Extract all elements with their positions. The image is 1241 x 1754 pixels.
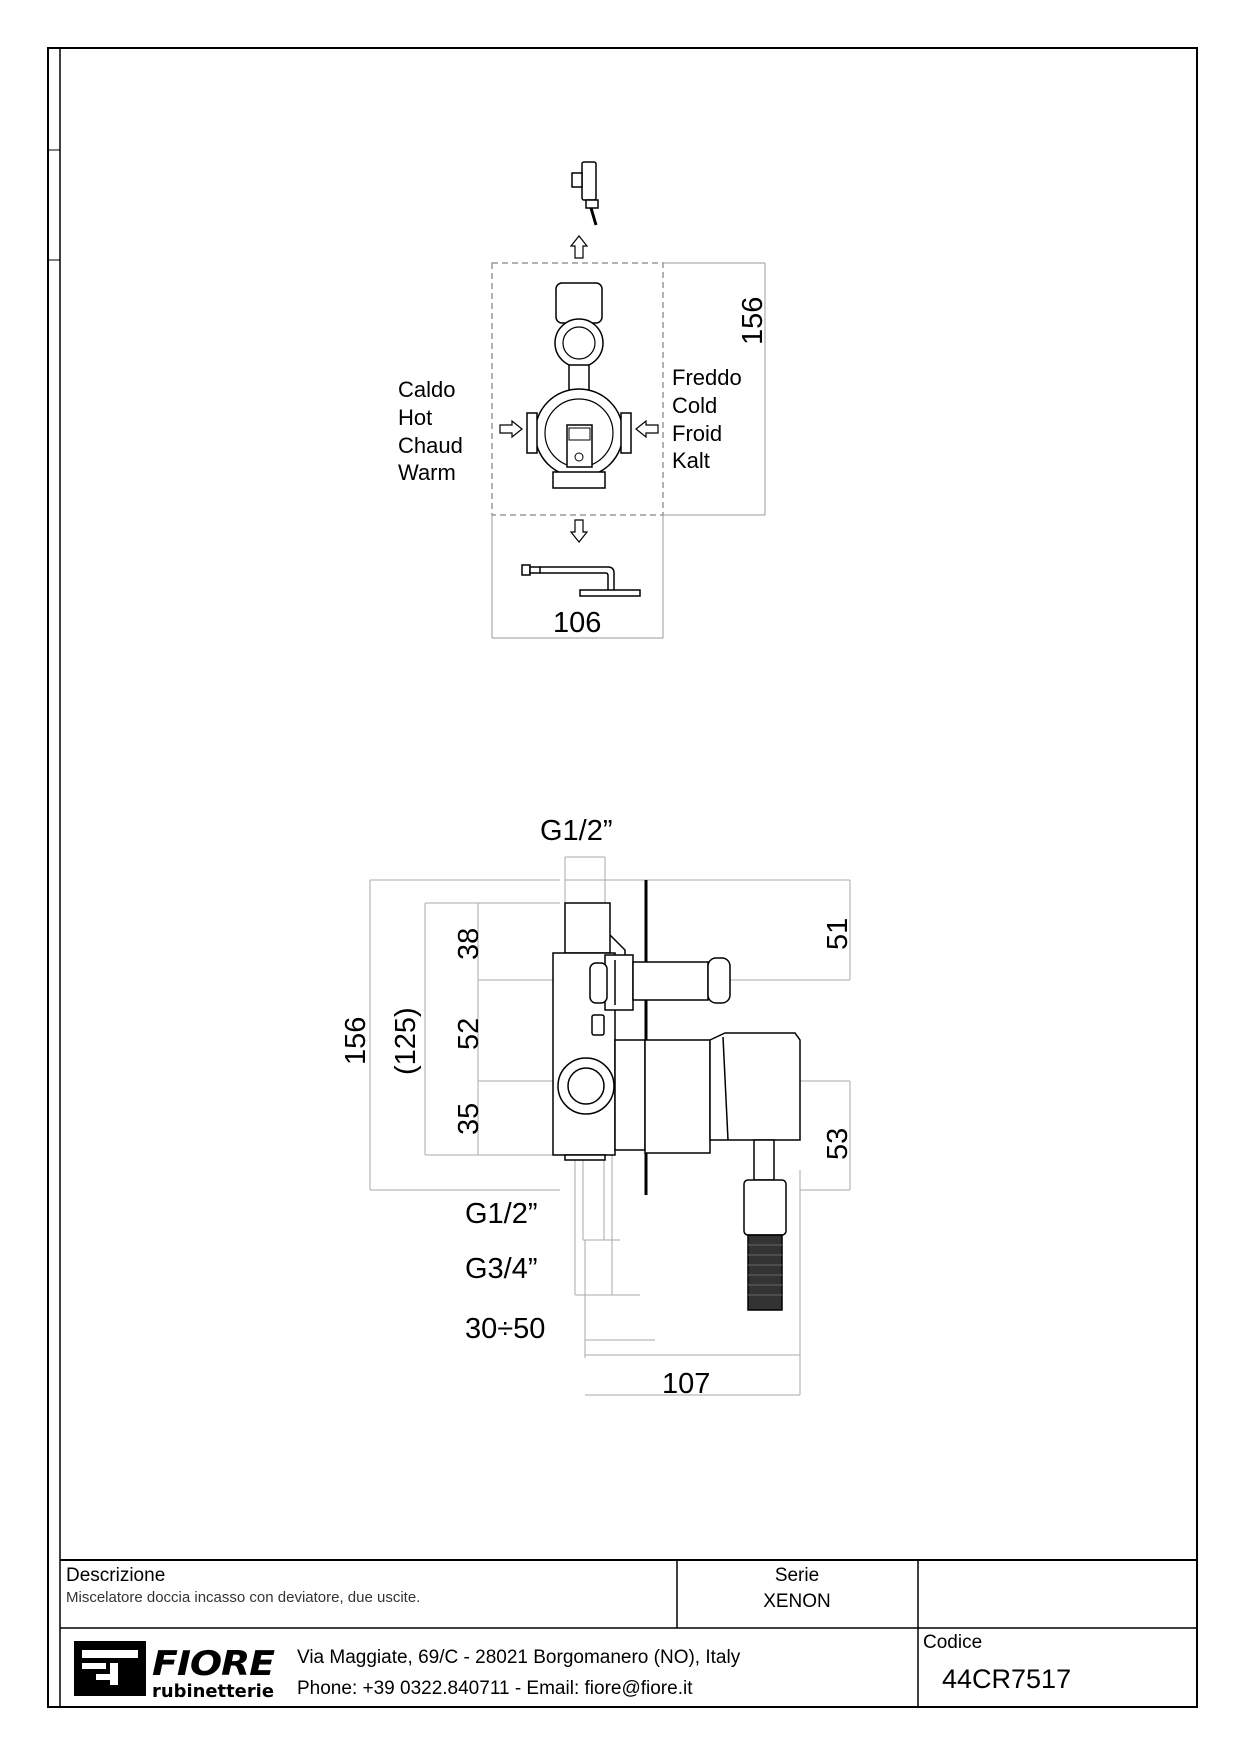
side-inner-height-dimension: (125) bbox=[390, 1007, 422, 1075]
codice-value: 44CR7517 bbox=[942, 1664, 1071, 1694]
hot-label-de: Warm bbox=[398, 460, 456, 485]
dimension-53: 53 bbox=[822, 1128, 854, 1160]
overhead-shower-icon bbox=[521, 564, 641, 597]
dimension-38: 38 bbox=[453, 928, 485, 960]
top-view-outline bbox=[491, 262, 664, 516]
descrizione-label: Descrizione bbox=[66, 1565, 165, 1586]
logo-sub: rubinetterie bbox=[152, 1681, 274, 1702]
logo-word: FIORE bbox=[152, 1644, 275, 1684]
fiore-logo: FIORE rubinetterie bbox=[74, 1641, 276, 1702]
hot-label-fr: Chaud bbox=[398, 433, 463, 458]
hot-inlet-arrow bbox=[499, 419, 523, 439]
depth-dimension: 107 bbox=[662, 1368, 710, 1400]
wall-range-label: 30÷50 bbox=[465, 1313, 545, 1345]
upper-outlet-arrow bbox=[569, 235, 589, 259]
side-total-height-dimension: 156 bbox=[340, 1017, 372, 1065]
top-width-dimension: 106 bbox=[553, 607, 601, 639]
hot-label-it: Caldo bbox=[398, 377, 455, 402]
serie-value: XENON bbox=[763, 1591, 831, 1612]
company-address: Via Maggiate, 69/C - 28021 Borgomanero (… bbox=[297, 1647, 741, 1668]
thread-inlet-label: G3/4” bbox=[465, 1253, 538, 1285]
diverter-knob bbox=[589, 954, 731, 1011]
cold-label-it: Freddo bbox=[672, 365, 742, 390]
top-outlet-cap bbox=[555, 282, 603, 324]
cold-inlet-arrow bbox=[635, 419, 659, 439]
cold-label-de: Kalt bbox=[672, 448, 710, 473]
valve-body bbox=[552, 902, 626, 1161]
cold-label-fr: Froid bbox=[672, 421, 722, 446]
thread-outlet-label: G1/2” bbox=[465, 1198, 538, 1230]
company-contact: Phone: +39 0322.840711 - Email: fiore@fi… bbox=[297, 1678, 693, 1699]
descrizione-text: Miscelatore doccia incasso con deviatore… bbox=[66, 1589, 420, 1606]
codice-label: Codice bbox=[923, 1632, 982, 1653]
cold-label-en: Cold bbox=[672, 393, 717, 418]
dimension-35: 35 bbox=[453, 1103, 485, 1135]
dimension-51: 51 bbox=[822, 918, 854, 950]
cartridge-handle bbox=[566, 424, 593, 468]
hot-label-en: Hot bbox=[398, 405, 432, 430]
title-block: Descrizione Miscelatore doccia incasso c… bbox=[60, 1559, 1197, 1707]
mixer-handle bbox=[614, 1032, 801, 1311]
top-height-dimension: 156 bbox=[737, 297, 769, 345]
drawing-frame bbox=[47, 47, 1198, 1708]
hand-shower-icon bbox=[571, 161, 599, 226]
lower-outlet-arrow bbox=[569, 519, 589, 543]
thread-top-label: G1/2” bbox=[540, 815, 613, 847]
serie-label: Serie bbox=[775, 1565, 819, 1586]
top-view: Caldo Hot Chaud Warm Freddo Cold Froid K… bbox=[398, 161, 769, 639]
side-view: G1/2” 156 (125) 38 52 35 51 53 G1/2” G3/… bbox=[340, 815, 854, 1400]
dimension-52: 52 bbox=[453, 1018, 485, 1050]
